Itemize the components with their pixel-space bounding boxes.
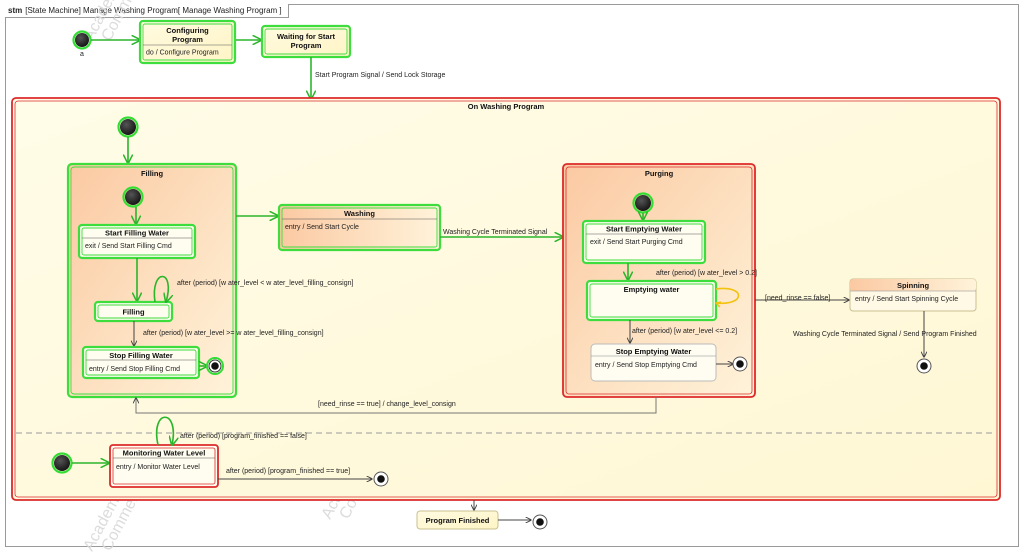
state-title: Waiting for Start (277, 32, 336, 41)
state-stop-emptying-water[interactable]: Stop Emptying Water entry / Send Stop Em… (590, 343, 717, 382)
state-title: Start Emptying Water (606, 225, 682, 234)
transition-purging-to-filling[interactable] (136, 397, 657, 414)
final-state-top[interactable] (532, 514, 548, 530)
final-state-monitoring[interactable] (373, 471, 389, 487)
initial-state-label: a (80, 51, 84, 58)
state-title: On Washing Program (468, 102, 545, 111)
state-title: Stop Emptying Water (616, 347, 692, 356)
state-behavior: exit / Send Start Purging Cmd (590, 239, 683, 246)
transition-label: after (period) [program_finished == true… (226, 468, 350, 475)
transition-label: Washing Cycle Terminated Signal (443, 229, 548, 236)
initial-state-filling[interactable] (122, 186, 144, 208)
initial-state-top[interactable] (72, 30, 92, 50)
state-washing[interactable]: Washing entry / Send Start Cycle (277, 203, 442, 252)
transition-label: [need_rinse == false] (765, 295, 830, 302)
state-title: Purging (645, 169, 674, 178)
state-behavior: do / Configure Program (146, 50, 219, 57)
state-stop-filling-water[interactable]: Stop Filling Water entry / Send Stop Fil… (81, 345, 201, 380)
diagram-frame-tab: stm[State Machine] Manage Washing Progra… (5, 4, 289, 18)
state-title: Filling (122, 308, 144, 317)
transition-label: [need_rinse == true] / change_level_cons… (318, 401, 456, 408)
state-title: Emptying water (624, 285, 680, 294)
state-start-filling-water[interactable]: Start Filling Water exit / Send Start Fi… (77, 223, 197, 260)
state-title: Program (172, 35, 203, 44)
state-behavior: entry / Monitor Water Level (116, 464, 200, 471)
state-title: Program Finished (426, 516, 490, 525)
frame-kind: stm (8, 6, 23, 15)
transition-monitoring-self-loop[interactable] (155, 416, 174, 445)
state-configuring-program[interactable]: Configuring Program do / Configure Progr… (138, 19, 237, 65)
state-monitoring-water-level[interactable]: Monitoring Water Level entry / Monitor W… (109, 444, 219, 488)
transition-emptying-self-loop[interactable] (715, 287, 740, 305)
state-title: Start Filling Water (105, 229, 169, 238)
initial-state-lower-region[interactable] (51, 452, 73, 474)
state-title: Configuring (166, 26, 209, 35)
state-behavior: entry / Send Stop Emptying Cmd (595, 362, 697, 369)
final-state-filling[interactable] (206, 357, 224, 375)
state-behavior: exit / Send Start Filling Cmd (85, 243, 172, 250)
frame-title: [State Machine] Manage Washing Program[ … (25, 6, 282, 15)
state-emptying-water[interactable]: Emptying water (585, 279, 718, 322)
final-state-purging[interactable] (732, 356, 748, 372)
state-behavior: entry / Send Start Cycle (285, 224, 359, 231)
initial-state-upper-region[interactable] (117, 116, 139, 138)
transition-label: after (period) [w ater_level < w ater_le… (177, 280, 354, 287)
state-title: Spinning (897, 281, 929, 290)
initial-state-purging[interactable] (632, 192, 654, 214)
final-state-spinning[interactable] (916, 358, 932, 374)
state-filling-composite[interactable]: Filling (66, 162, 238, 399)
state-program-finished[interactable]: Program Finished (416, 510, 499, 530)
transition-label: after (period) [w ater_level >= w ater_l… (143, 330, 324, 337)
transition-label: Washing Cycle Terminated Signal / Send P… (793, 331, 977, 338)
state-behavior: entry / Send Stop Filling Cmd (89, 366, 180, 373)
state-title: Program (291, 41, 322, 50)
transition-label: after (period) [w ater_level <= 0.2] (632, 328, 737, 335)
state-title: Monitoring Water Level (123, 449, 206, 458)
transition-label: after (period) [w ater_level > 0.2] (656, 270, 757, 277)
state-start-emptying-water[interactable]: Start Emptying Water exit / Send Start P… (581, 219, 707, 265)
state-title: Stop Filling Water (109, 351, 173, 360)
state-behavior: entry / Send Start Spinning Cycle (855, 296, 958, 303)
state-waiting-for-start[interactable]: Waiting for Start Program (260, 24, 352, 59)
state-title: Washing (344, 209, 375, 218)
arrowhead (714, 301, 722, 308)
state-spinning[interactable]: Spinning entry / Send Start Spinning Cyc… (849, 278, 977, 312)
transition-filling-self-loop[interactable] (153, 275, 168, 303)
transition-label: Start Program Signal / Send Lock Storage (315, 72, 445, 79)
state-filling[interactable]: Filling (93, 300, 174, 323)
transition-label: after (period) [program_finished == fals… (180, 433, 307, 440)
state-title: Filling (141, 169, 163, 178)
